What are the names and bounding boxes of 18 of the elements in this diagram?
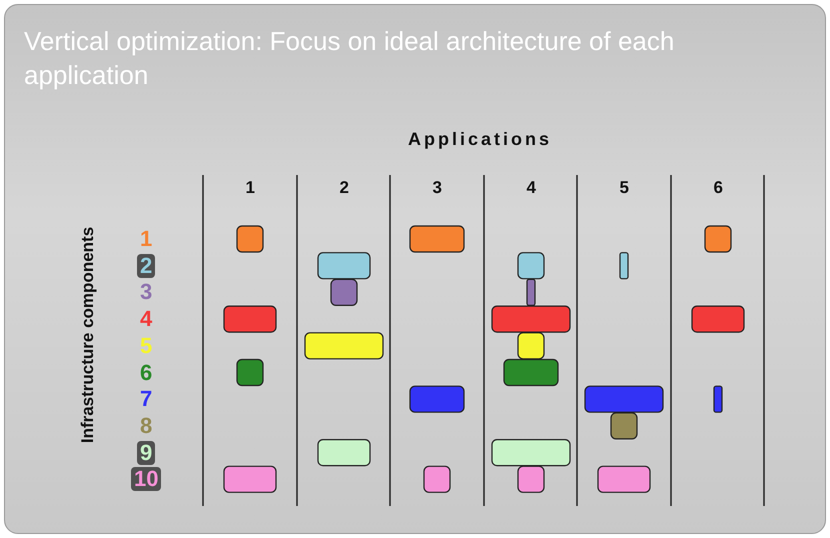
column-number: 5	[620, 178, 629, 198]
row-number: 10	[131, 467, 162, 492]
axis-title: Applications	[408, 129, 552, 150]
row-number: 4	[140, 307, 152, 332]
row-number: 2	[137, 254, 156, 278]
row-number: 9	[137, 440, 156, 465]
row-number: 3	[140, 280, 152, 304]
row-number: 1	[140, 227, 152, 251]
column-number: 1	[246, 178, 255, 198]
row-number: 5	[140, 334, 152, 358]
row-number: 6	[140, 360, 152, 384]
row-number: 8	[140, 414, 152, 438]
row-number: 7	[140, 387, 152, 412]
column-number: 3	[432, 178, 442, 198]
column-number: 4	[526, 178, 536, 198]
column-number: 6	[714, 178, 723, 198]
column-number: 2	[340, 178, 349, 198]
axis-title: Infrastructure components	[78, 226, 98, 444]
